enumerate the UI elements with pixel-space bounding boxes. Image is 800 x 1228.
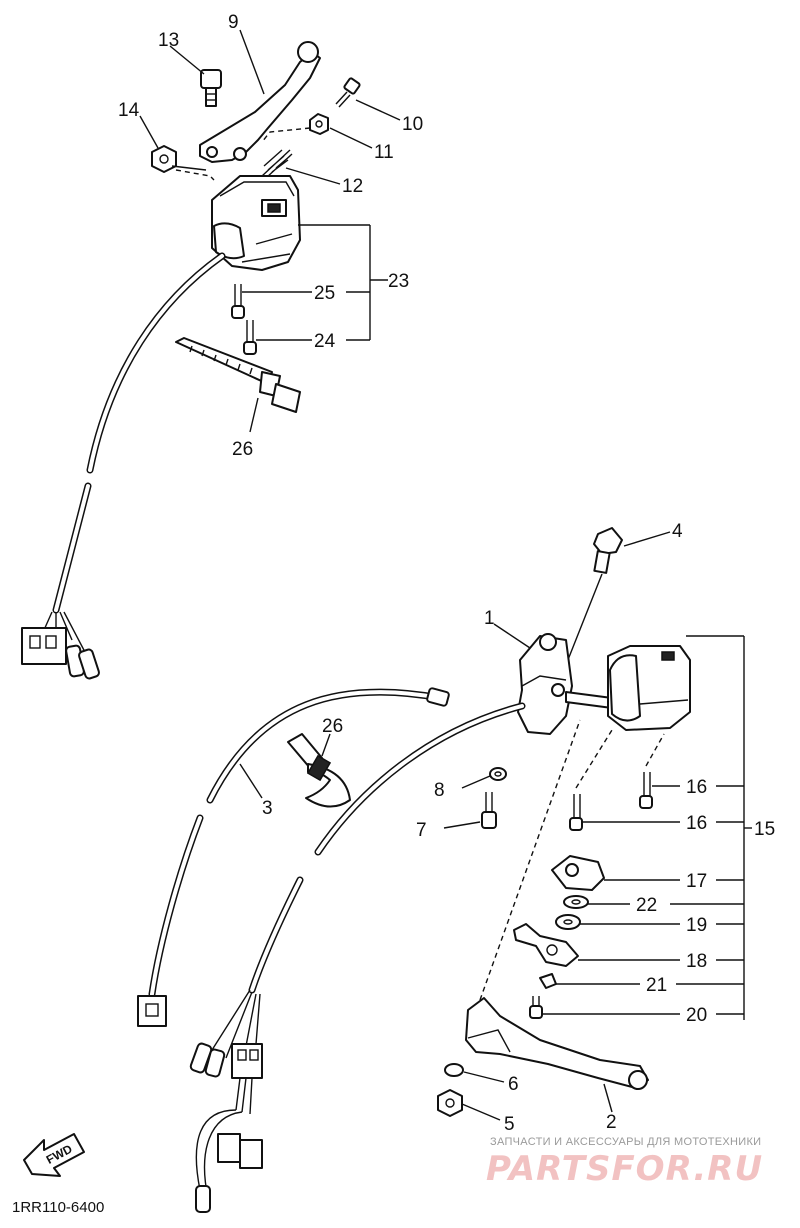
callout-14: 14 bbox=[118, 100, 140, 121]
lever-washer bbox=[444, 1063, 464, 1077]
callout-18: 18 bbox=[686, 951, 707, 972]
callout-26-upper: 26 bbox=[232, 439, 253, 460]
callout-22: 22 bbox=[636, 895, 657, 916]
clutch-switch bbox=[513, 923, 579, 967]
holder-bolt bbox=[593, 527, 623, 574]
callout-10: 10 bbox=[402, 114, 423, 135]
switch-screw-short bbox=[243, 320, 257, 355]
lever-holder bbox=[517, 633, 613, 735]
callout-15: 15 bbox=[754, 819, 775, 840]
callout-8: 8 bbox=[434, 780, 445, 801]
switch-screw-small bbox=[529, 996, 543, 1019]
callout-25: 25 bbox=[314, 283, 335, 304]
choke-cable bbox=[137, 687, 450, 1027]
cable-band-lower bbox=[287, 733, 351, 808]
drawing-code: 1RR110-6400 bbox=[12, 1199, 104, 1216]
callout-1: 1 bbox=[484, 608, 495, 629]
holder-screw bbox=[481, 792, 497, 829]
callout-9: 9 bbox=[228, 12, 239, 33]
callout-16-lower: 16 bbox=[686, 813, 707, 834]
callout-7: 7 bbox=[416, 820, 427, 841]
switch-spacer bbox=[555, 914, 581, 930]
lever-pivot-bolt bbox=[200, 69, 222, 107]
watermark-brand: PARTSFOR.RU bbox=[486, 1149, 763, 1189]
callout-16-upper: 16 bbox=[686, 777, 707, 798]
forward-direction-arrow: FWD bbox=[23, 1133, 85, 1177]
callout-17: 17 bbox=[686, 871, 707, 892]
switch-screw-a bbox=[569, 794, 583, 831]
callout-20: 20 bbox=[686, 1005, 707, 1026]
right-switch-wire-harness bbox=[21, 252, 226, 680]
callout-3: 3 bbox=[262, 798, 273, 819]
cable-band-upper bbox=[175, 337, 301, 413]
switch-clip bbox=[539, 973, 557, 989]
callout-6: 6 bbox=[508, 1074, 519, 1095]
callout-19: 19 bbox=[686, 915, 707, 936]
lever-nut bbox=[151, 145, 177, 173]
left-switch-wire-harness bbox=[189, 702, 526, 1213]
holder-washer bbox=[489, 767, 507, 781]
callout-11: 11 bbox=[374, 142, 394, 163]
switch-screw-long bbox=[231, 284, 245, 319]
site-watermark: ЗАПЧАСТИ И АКСЕССУАРЫ ДЛЯ МОТОТЕХНИКИ PA… bbox=[486, 1136, 763, 1189]
callout-4: 4 bbox=[672, 521, 683, 542]
switch-screw-b bbox=[639, 772, 653, 809]
starter-switch-body bbox=[551, 855, 605, 891]
callout-12: 12 bbox=[342, 176, 363, 197]
front-brake-lever bbox=[199, 41, 321, 163]
callout-23: 23 bbox=[388, 271, 409, 292]
clutch-lever bbox=[465, 997, 649, 1090]
callout-13: 13 bbox=[158, 30, 179, 51]
callout-24: 24 bbox=[314, 331, 336, 352]
callout-21: 21 bbox=[646, 975, 667, 996]
watermark-tagline: ЗАПЧАСТИ И АКСЕССУАРЫ ДЛЯ МОТОТЕХНИКИ bbox=[490, 1136, 761, 1148]
callout-26-lower: 26 bbox=[322, 716, 343, 737]
right-handlebar-switch bbox=[211, 175, 301, 271]
adjuster-nut bbox=[309, 113, 329, 135]
left-handlebar-switch bbox=[607, 645, 691, 731]
switch-washer bbox=[563, 895, 589, 909]
lever-spring bbox=[261, 149, 293, 179]
callout-2: 2 bbox=[606, 1112, 617, 1133]
callout-5: 5 bbox=[504, 1114, 515, 1135]
lever-pivot-nut bbox=[437, 1089, 463, 1117]
adjuster-screw bbox=[335, 77, 361, 108]
